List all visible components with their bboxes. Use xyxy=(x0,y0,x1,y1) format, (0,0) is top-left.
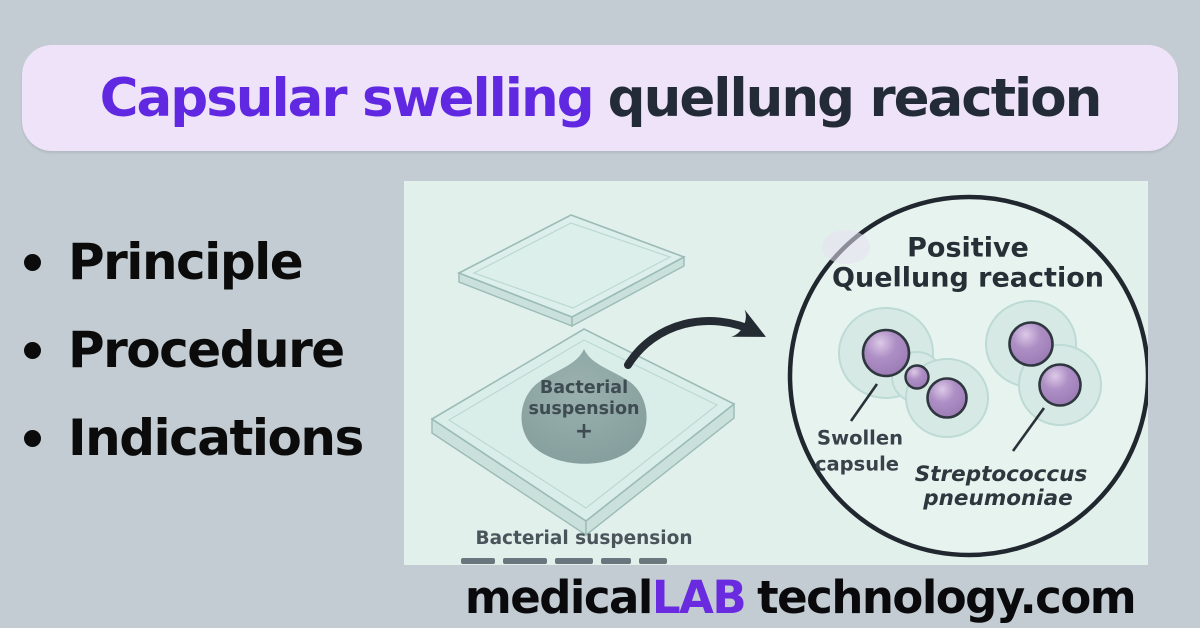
topic-label: Indications xyxy=(68,409,364,467)
topic-label: Principle xyxy=(68,233,304,291)
title-rest: quellung reaction xyxy=(607,67,1103,129)
topic-item-procedure: Procedure xyxy=(18,306,410,394)
positive-result-circle: Positive Quellung reaction xyxy=(787,194,1148,558)
species-label-line1: Streptococcus xyxy=(915,462,1088,487)
species-label-line2: pneumoniae xyxy=(922,486,1073,511)
circle-title-line2: Quellung reaction xyxy=(832,263,1104,294)
bacterial-suspension-droplet: Bacterial suspension + xyxy=(521,349,647,464)
watermark-part3: technology.com xyxy=(757,570,1137,624)
title-banner: Capsular swelling quellung reaction xyxy=(22,45,1178,151)
bullet-dot-icon xyxy=(24,341,41,359)
bacteria-cluster-right xyxy=(985,300,1102,426)
title-highlight: Capsular swelling xyxy=(99,67,595,129)
topic-list: Principle Procedure Indications xyxy=(18,218,410,482)
quellung-diagram: Bacterial suspension + Positive Quellung… xyxy=(430,194,1148,564)
droplet-label-line1: Bacterial xyxy=(540,378,628,398)
droplet-label-line2: suspension xyxy=(528,399,639,419)
cropped-caption-fragment xyxy=(461,558,667,564)
bullet-dot-icon xyxy=(24,429,41,447)
diagram-panel: Bacterial suspension + Positive Quellung… xyxy=(404,181,1148,565)
watermark-brand-accent: LAB xyxy=(651,570,747,624)
droplet-label-plus: + xyxy=(575,419,593,444)
topic-item-indications: Indications xyxy=(18,394,410,482)
topic-label: Procedure xyxy=(68,321,345,379)
slide-caption: Bacterial suspension xyxy=(475,528,692,549)
coverslip-glass xyxy=(457,214,686,328)
watermark-part1: medical xyxy=(464,570,654,624)
species-pointer-line xyxy=(1011,407,1046,452)
capsule-label-line2: capsule xyxy=(815,453,899,476)
curved-arrow-icon xyxy=(624,309,766,369)
capsule-label-line1: Swollen xyxy=(817,427,903,450)
capsule-pointer-line xyxy=(849,383,879,422)
stain-tint xyxy=(822,230,870,264)
bullet-dot-icon xyxy=(24,253,41,271)
bacteria-cluster-left xyxy=(838,307,989,438)
circle-title-line1: Positive xyxy=(907,233,1029,264)
topic-item-principle: Principle xyxy=(18,218,410,306)
